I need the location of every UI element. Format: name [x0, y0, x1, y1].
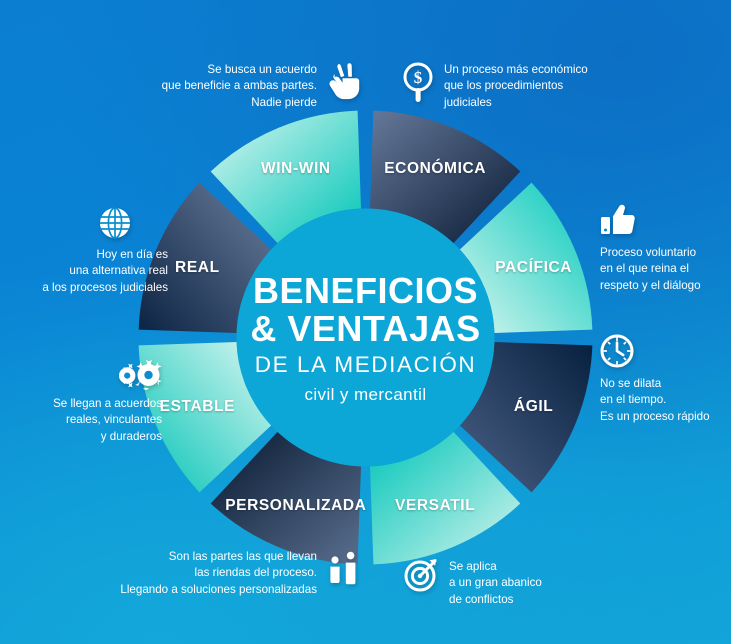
wheel-segment[interactable]	[459, 342, 593, 493]
gears-icon	[12, 360, 162, 390]
magnifier-dollar-icon: $	[403, 62, 435, 104]
callout-versatil-text: Se aplica a un gran abanico de conflicto…	[449, 560, 542, 606]
target-arrow-icon	[404, 556, 440, 592]
svg-text:$: $	[414, 68, 423, 87]
callout-estable-text: Se llegan a acuerdos reales, vinculantes…	[53, 397, 162, 443]
callout-real-text: Hoy en día es una alternativa real a los…	[42, 248, 168, 294]
center-title-block: BENEFICIOS & VENTAJAS DE LA MEDIACIÓN ci…	[241, 272, 491, 403]
callout-personalizada-text: Son las partes las que llevan las rienda…	[120, 550, 317, 596]
center-caption: civil y mercantil	[304, 384, 427, 404]
wheel-segment[interactable]	[138, 342, 272, 493]
callout-pacifica: Proceso voluntario en el que reina el re…	[600, 203, 730, 294]
wheel-segment[interactable]	[459, 182, 593, 333]
wheel-segment[interactable]	[370, 110, 521, 244]
globe-icon	[8, 206, 168, 240]
center-title-line2: & VENTAJAS	[250, 307, 481, 349]
wheel-hub	[236, 208, 495, 467]
two-people-icon	[326, 549, 360, 589]
callout-agil: No se dilata en el tiempo. Es un proceso…	[600, 334, 730, 425]
clock-icon	[600, 334, 730, 368]
wheel-segment[interactable]	[370, 431, 521, 565]
center-subtitle: DE LA MEDIACIÓN	[254, 351, 477, 377]
callout-personalizada: Son las partes las que llevan las rienda…	[90, 549, 360, 598]
center-title-line1: BENEFICIOS	[252, 269, 479, 311]
callout-agil-text: No se dilata en el tiempo. Es un proceso…	[600, 377, 710, 423]
callout-estable: Se llegan a acuerdos reales, vinculantes…	[12, 360, 162, 445]
callout-versatil: Se aplica a un gran abanico de conflicto…	[404, 556, 604, 608]
callout-economica-text: Un proceso más económico que los procedi…	[444, 63, 588, 109]
callout-win-win-text: Se busca un acuerdo que beneficie a amba…	[161, 63, 317, 109]
callout-real: Hoy en día es una alternativa real a los…	[8, 206, 168, 296]
callout-pacifica-text: Proceso voluntario en el que reina el re…	[600, 246, 701, 292]
peace-hand-icon	[326, 62, 360, 102]
wheel-segment[interactable]	[210, 110, 361, 244]
callout-win-win: Se busca un acuerdo que beneficie a amba…	[60, 62, 360, 111]
wheel-segment[interactable]	[210, 431, 361, 565]
callout-economica: $ Un proceso más económico que los proce…	[403, 62, 653, 111]
thumbs-up-icon	[600, 203, 730, 237]
wheel-segment[interactable]	[138, 182, 272, 333]
